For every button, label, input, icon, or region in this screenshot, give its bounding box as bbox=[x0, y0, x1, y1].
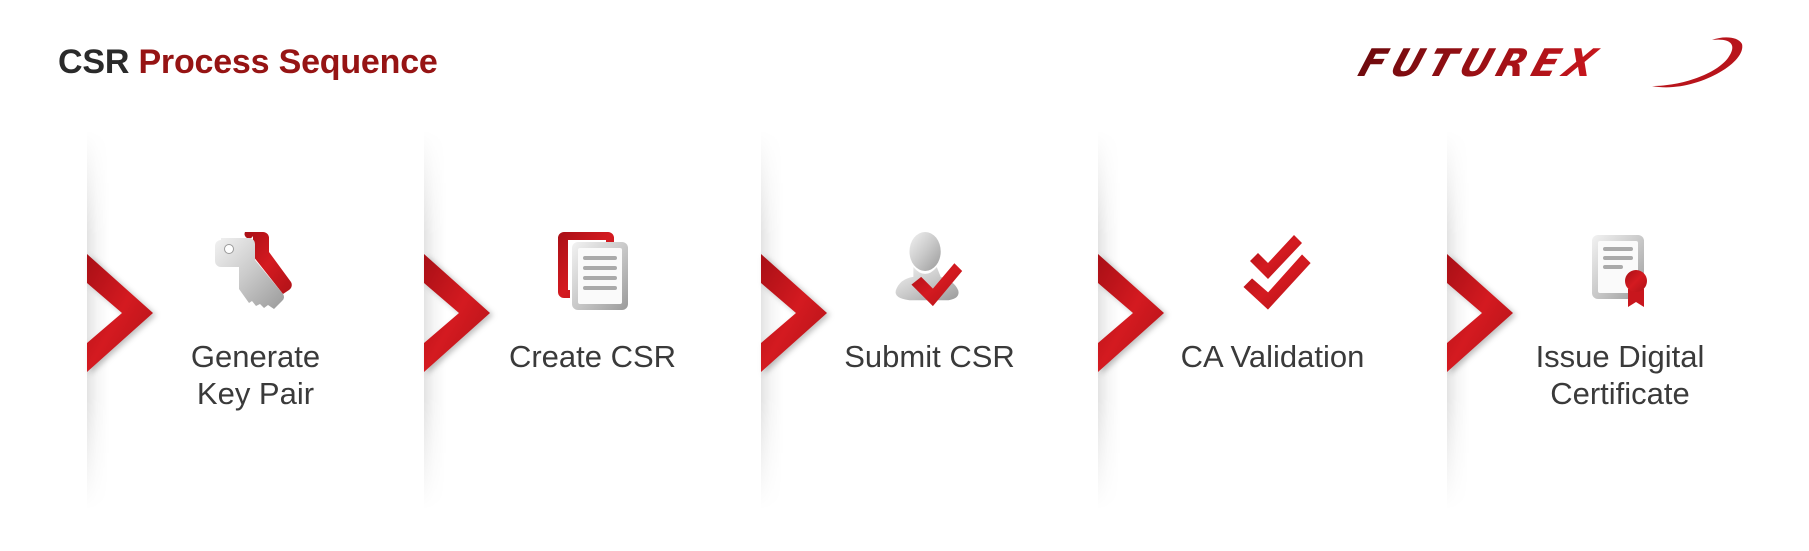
panel-shadow bbox=[1098, 130, 1120, 510]
svg-text:FUTUREX: FUTUREX bbox=[1353, 42, 1607, 86]
step-label: Create CSR bbox=[508, 339, 677, 374]
panel-shadow bbox=[1447, 130, 1469, 510]
user-check-icon bbox=[895, 231, 963, 307]
page-title: CSR Process Sequence bbox=[58, 40, 438, 84]
step-create-csr: Create CSR bbox=[424, 130, 761, 510]
step-label: Submit CSR bbox=[844, 339, 1015, 374]
panel-shadow bbox=[761, 130, 783, 510]
documents-icon bbox=[558, 232, 628, 310]
step-label: Issue Digital Certificate bbox=[1535, 339, 1705, 411]
panel-shadow bbox=[424, 130, 446, 510]
panel-shadow bbox=[87, 130, 109, 510]
title-process-sequence: Process Sequence bbox=[138, 43, 438, 81]
step-label: Generate Key Pair bbox=[190, 339, 321, 411]
step-issue-digital-certificate: Issue Digital Certificate bbox=[1447, 130, 1793, 510]
step-ca-validation: CA Validation bbox=[1098, 130, 1447, 510]
key-pair-icon bbox=[215, 232, 292, 309]
futurex-logo: FUTUREX bbox=[1352, 34, 1752, 96]
step-generate-key-pair: Generate Key Pair bbox=[87, 130, 424, 510]
title-csr: CSR bbox=[58, 43, 130, 81]
double-check-icon bbox=[1240, 235, 1314, 312]
step-label: CA Validation bbox=[1180, 339, 1365, 374]
certificate-icon bbox=[1592, 235, 1647, 307]
step-submit-csr: Submit CSR bbox=[761, 130, 1098, 510]
